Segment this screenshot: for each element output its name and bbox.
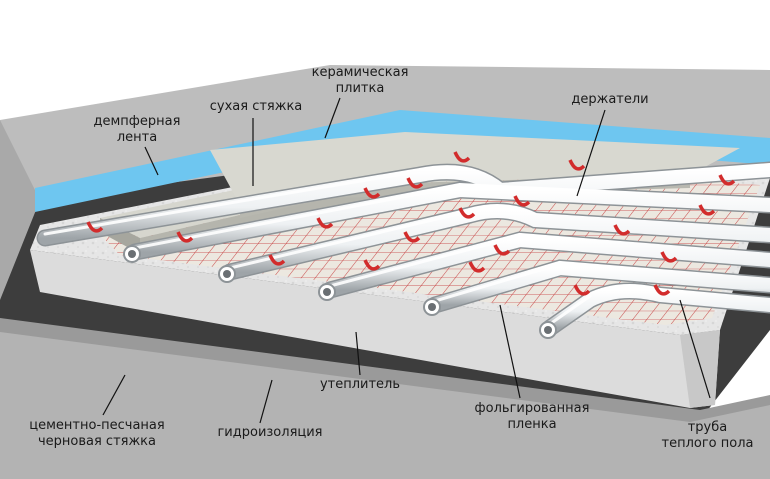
front-wall-cut [0, 330, 770, 479]
damper-tape [35, 110, 770, 212]
label-insulation: утеплитель [319, 377, 401, 392]
label-holders: держатели [571, 92, 649, 107]
label-cement-screed: цементно-песчаная черновая стяжка [29, 418, 165, 449]
label-floor-pipe: труба теплого пола [661, 420, 754, 451]
label-damper-tape: демпферная лента [93, 114, 181, 145]
insulation-front [30, 250, 720, 408]
leader-lines [102, 97, 711, 424]
label-waterproofing: гидроизоляция [217, 425, 323, 440]
pipe-holders [86, 151, 736, 296]
insulation-front-shade [680, 330, 720, 408]
label-foil-film: фольгированная пленка [474, 401, 590, 432]
label-dry-screed: сухая стяжка [209, 99, 303, 114]
front-wall-top [0, 318, 770, 422]
label-ceramic-tile: керамическая плитка [311, 65, 409, 96]
pipe-ends [123, 245, 557, 339]
